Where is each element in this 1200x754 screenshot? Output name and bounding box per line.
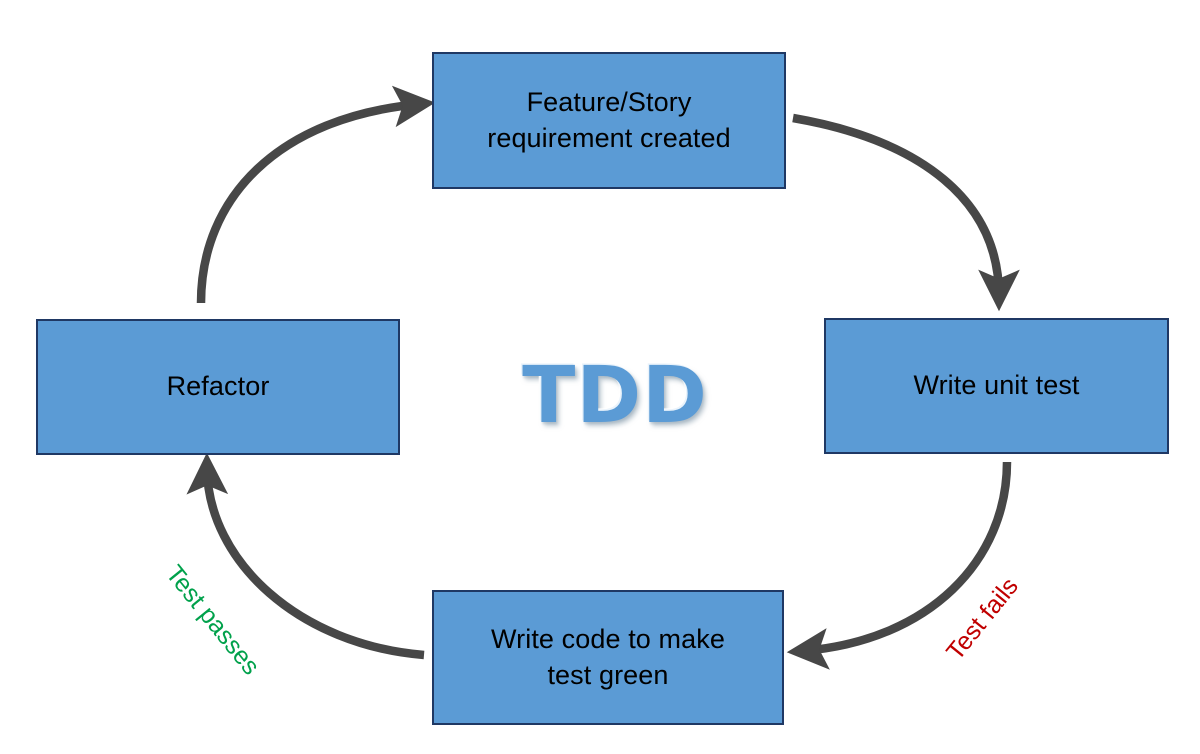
arrow-refactor-to-feature xyxy=(196,85,436,304)
arrow-feature-to-write-test xyxy=(792,113,1020,312)
node-write-unit-test-label: Write unit test xyxy=(913,370,1080,401)
node-write-code-to-make-test-green[interactable]: Write code to make test green xyxy=(432,590,784,725)
node-write-unit-test[interactable]: Write unit test xyxy=(824,318,1169,454)
arrow-write-test-to-write-code xyxy=(786,461,1012,670)
node-feature-story-requirement[interactable]: Feature/Story requirement created xyxy=(432,52,786,189)
node-write-code-to-make-test-green-label: Write code to make test green xyxy=(491,623,725,690)
node-refactor[interactable]: Refactor xyxy=(36,319,400,455)
node-feature-story-requirement-label: Feature/Story requirement created xyxy=(487,86,731,153)
arrow-write-code-to-refactor xyxy=(186,452,425,660)
node-refactor-label: Refactor xyxy=(166,371,270,402)
